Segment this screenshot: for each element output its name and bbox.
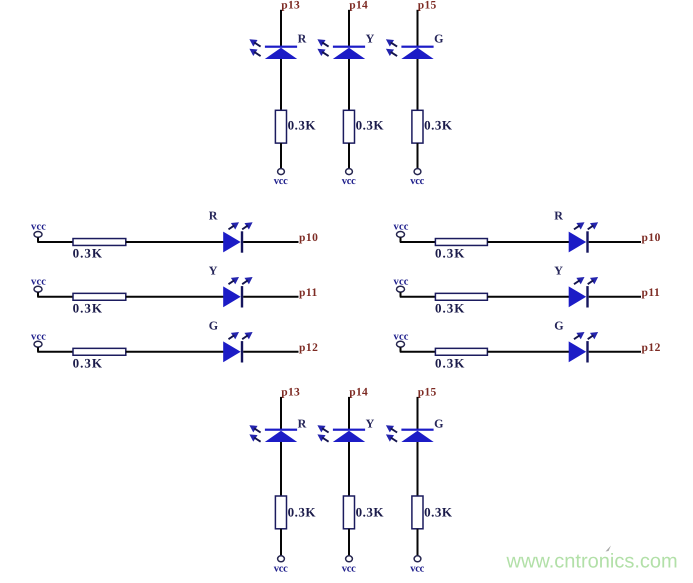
svg-text:p11: p11 — [299, 287, 318, 299]
svg-text:0.3K: 0.3K — [288, 118, 317, 133]
svg-text:p14: p14 — [349, 386, 368, 398]
svg-text:vcc: vcc — [342, 176, 356, 187]
svg-text:G: G — [434, 416, 443, 430]
svg-text:0.3K: 0.3K — [73, 356, 103, 371]
svg-text:0.3K: 0.3K — [73, 301, 103, 316]
svg-text:vcc: vcc — [410, 563, 424, 574]
svg-text:vcc: vcc — [394, 331, 409, 342]
svg-text:vcc: vcc — [31, 276, 46, 287]
svg-text:vcc: vcc — [274, 563, 288, 574]
svg-text:p12: p12 — [642, 342, 661, 354]
svg-text:p13: p13 — [281, 386, 300, 398]
svg-text:Y: Y — [554, 264, 563, 278]
svg-text:vcc: vcc — [342, 563, 356, 574]
svg-text:vcc: vcc — [31, 331, 46, 342]
svg-text:R: R — [298, 416, 307, 430]
svg-text:0.3K: 0.3K — [356, 118, 385, 133]
svg-text:vcc: vcc — [394, 276, 409, 287]
svg-text:p15: p15 — [418, 386, 437, 398]
svg-text:R: R — [209, 209, 218, 223]
svg-text:0.3K: 0.3K — [435, 246, 465, 261]
svg-text:Y: Y — [366, 416, 375, 430]
svg-text:p12: p12 — [299, 342, 318, 354]
svg-text:R: R — [554, 209, 563, 223]
svg-text:p11: p11 — [642, 287, 661, 299]
svg-text:vcc: vcc — [31, 222, 46, 233]
svg-text:Y: Y — [209, 264, 218, 278]
svg-text:0.3K: 0.3K — [435, 356, 465, 371]
svg-text:0.3K: 0.3K — [435, 301, 465, 316]
svg-text:0.3K: 0.3K — [73, 246, 103, 261]
svg-text:0.3K: 0.3K — [356, 504, 385, 519]
svg-text:p14: p14 — [349, 0, 368, 11]
svg-text:Y: Y — [366, 31, 375, 45]
svg-text:p10: p10 — [642, 232, 661, 244]
svg-text:p15: p15 — [418, 0, 437, 11]
svg-text:vcc: vcc — [274, 176, 288, 187]
svg-text:G: G — [554, 319, 563, 333]
svg-text:G: G — [209, 319, 218, 333]
svg-text:G: G — [434, 31, 443, 45]
svg-text:0.3K: 0.3K — [288, 504, 317, 519]
svg-text:0.3K: 0.3K — [424, 118, 453, 133]
svg-text:vcc: vcc — [394, 222, 409, 233]
svg-text:www.cntronics.com: www.cntronics.com — [506, 551, 678, 573]
svg-text:R: R — [298, 31, 307, 45]
svg-text:p13: p13 — [281, 0, 300, 11]
svg-text:0.3K: 0.3K — [424, 504, 453, 519]
svg-text:vcc: vcc — [410, 176, 424, 187]
svg-text:p10: p10 — [299, 232, 318, 244]
